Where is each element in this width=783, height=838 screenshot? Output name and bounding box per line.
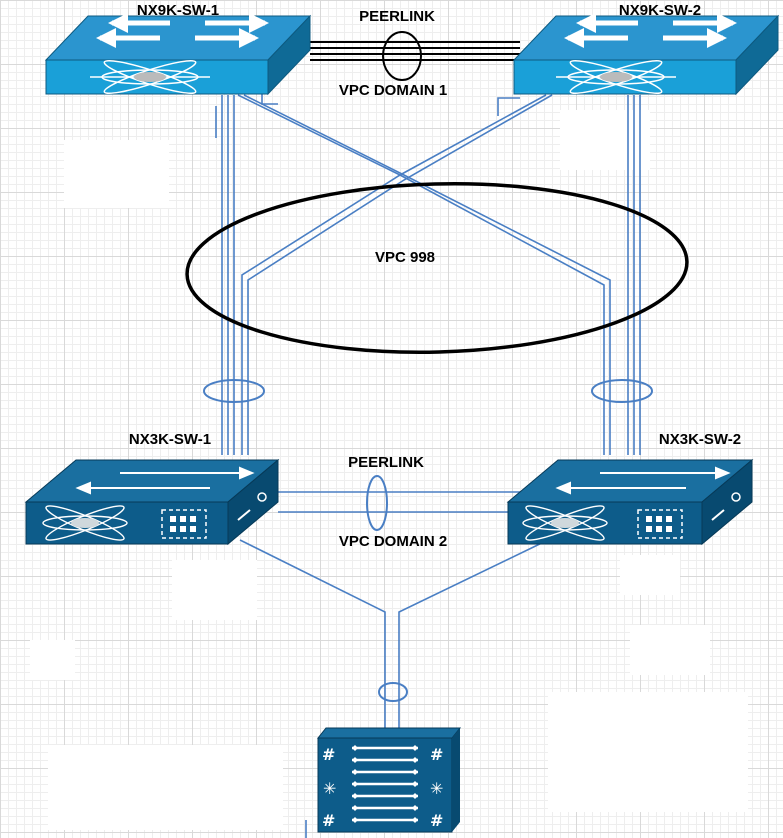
peerlink-top-label: PEERLINK [359,8,435,25]
vpc-998-label: VPC 998 [374,249,436,266]
svg-text:#: # [430,811,443,830]
nx3k-sw-1-module-icon [161,509,207,539]
peerlink-bottom-cables [278,491,540,513]
server-uplink-ring [378,682,408,702]
server-downlink-cables [239,539,549,838]
svg-text:#: # [430,745,443,764]
vpc-domain-2-label: VPC DOMAIN 2 [338,533,448,550]
svg-text:✳: ✳ [323,779,336,798]
blank-area [172,560,257,620]
blank-area [64,140,169,208]
nx3k-sw-1-label: NX3K-SW-1 [128,431,212,448]
nx3k-sw-1-fabric-icon [42,505,128,541]
nx3k-sw-1-switch-icon[interactable] [24,458,280,546]
uplink-ring-right [591,379,653,403]
nx3k-sw-2-fabric-icon [522,505,608,541]
peerlink-top-cables [310,41,520,61]
nx3k-sw-2-switch-icon[interactable] [506,458,754,546]
nx9k-sw-2-fabric-icon [556,59,676,95]
server-icon[interactable]: # # # # ✳ ✳ [316,727,462,833]
nx3k-sw-2-module-icon [637,509,683,539]
nx9k-sw-1-label: NX9K-SW-1 [136,2,220,19]
svg-text:#: # [322,745,335,764]
nx3k-sw-2-label: NX3K-SW-2 [658,431,742,448]
blank-area [548,692,748,812]
peerlink-bottom-label: PEERLINK [348,454,424,471]
blank-area [560,110,650,170]
peerlink-top-ring [382,31,422,81]
blank-area [30,640,75,680]
uplink-cables [215,71,641,455]
peerlink-bottom-ring [366,475,388,531]
svg-text:✳: ✳ [430,779,443,798]
nx9k-sw-2-label: NX9K-SW-2 [618,2,702,19]
nx9k-sw-1-switch-icon[interactable] [44,13,312,98]
vpc-998-ellipse [185,182,689,354]
blank-area [630,625,710,675]
nx9k-sw-2-switch-icon[interactable] [512,13,780,98]
uplink-ring-left [203,379,265,403]
nx9k-sw-1-fabric-icon [90,59,210,95]
vpc-domain-1-label: VPC DOMAIN 1 [338,82,448,99]
blank-area [620,555,680,595]
svg-text:#: # [322,811,335,830]
blank-area [48,745,283,830]
